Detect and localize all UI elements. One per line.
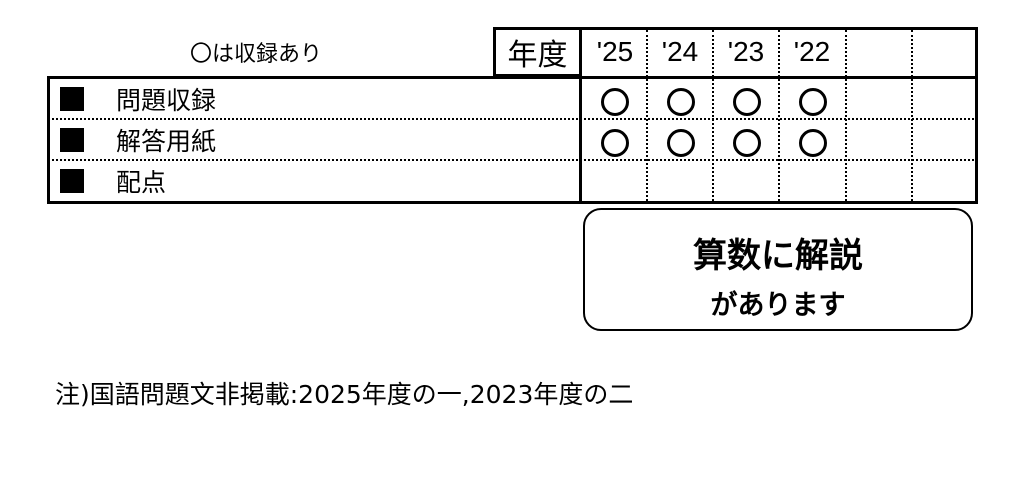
recorded-circle-icon	[601, 88, 629, 116]
table-row: 問題収録	[50, 79, 579, 119]
year-grid: '25 '24 '23 '22	[579, 27, 978, 204]
row-divider	[47, 159, 978, 161]
column-divider	[646, 30, 648, 201]
legend-text: 〇は収録あり	[190, 42, 323, 67]
square-bullet-icon	[60, 87, 84, 111]
year-2023: '23	[727, 36, 765, 67]
table-row: 配点	[50, 161, 579, 201]
year-2025: '25	[596, 36, 634, 67]
recorded-circle-icon	[799, 129, 827, 157]
recorded-circle-icon	[601, 129, 629, 157]
row-label: 解答用紙	[116, 127, 217, 156]
recorded-circle-icon	[667, 88, 695, 116]
row-divider	[47, 118, 978, 120]
square-bullet-icon	[60, 128, 84, 152]
footnote: 注)国語問題文非掲載:2025年度の一,2023年度の二	[55, 380, 634, 409]
recorded-circle-icon	[667, 129, 695, 157]
column-divider	[911, 30, 913, 201]
table-row: 解答用紙	[50, 120, 579, 160]
callout-line-2: があります	[710, 290, 846, 321]
row-label: 問題収録	[116, 86, 217, 115]
recorded-circle-icon	[799, 88, 827, 116]
row-label: 配点	[116, 168, 167, 197]
recorded-circle-icon	[733, 129, 761, 157]
square-bullet-icon	[60, 169, 84, 193]
recorded-circle-icon	[733, 88, 761, 116]
year-2024: '24	[661, 36, 699, 67]
column-divider	[712, 30, 714, 201]
explanation-callout: 算数に解説 があります	[583, 208, 973, 331]
year-2022: '22	[793, 36, 831, 67]
column-divider	[845, 30, 847, 201]
year-header-label: 年度	[493, 27, 579, 77]
item-label-table: 問題収録 解答用紙 配点	[47, 76, 582, 204]
column-divider	[778, 30, 780, 201]
callout-line-1: 算数に解説	[693, 236, 863, 276]
